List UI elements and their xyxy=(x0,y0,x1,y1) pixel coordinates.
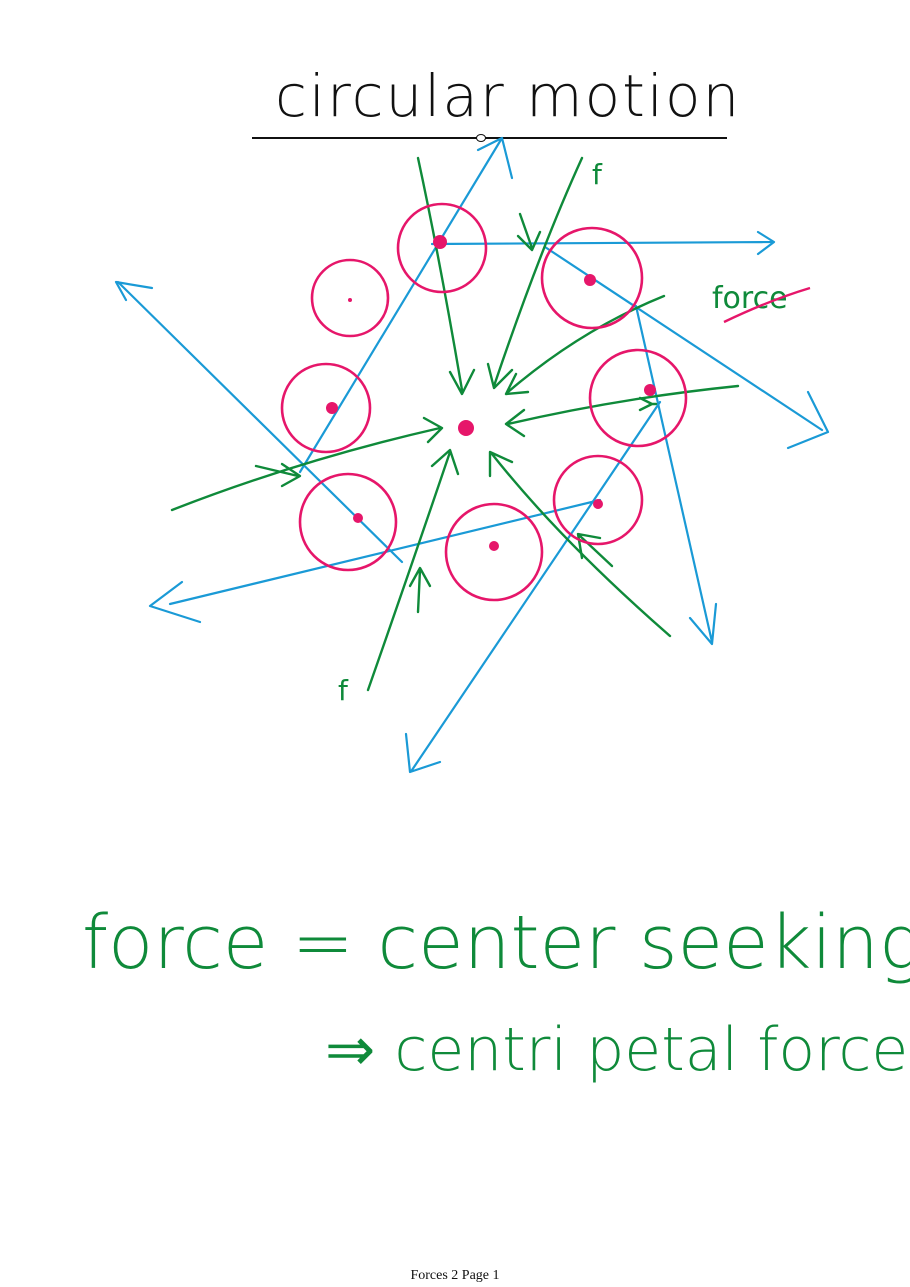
force-arrow-short-topright xyxy=(638,396,658,412)
title-underline xyxy=(252,137,727,139)
page-title: circular motion xyxy=(275,62,742,130)
force-arrow-upper-right xyxy=(504,294,666,396)
underline-dot xyxy=(476,134,486,142)
object-circle-upper-left xyxy=(310,258,390,338)
velocity-arrow-lower-right xyxy=(634,304,718,646)
center-point xyxy=(458,420,474,436)
force-arrow-bottom xyxy=(366,448,460,692)
equation-line-1: force = center seeking xyxy=(82,900,910,986)
force-arrows xyxy=(170,156,740,692)
object-circle-left xyxy=(280,362,372,454)
object-circle-lower-right xyxy=(552,454,644,546)
object-circle-bottom xyxy=(444,502,544,602)
object-dot-upper-left xyxy=(348,298,352,302)
equation-line-2: ⇒ centri petal force. xyxy=(325,1015,910,1085)
velocity-arrow-upper-right xyxy=(430,230,776,256)
force-arrow-top xyxy=(486,156,584,390)
object-dot-bottom xyxy=(489,541,499,551)
object-dot-lower-left xyxy=(353,513,363,523)
object-circle-right xyxy=(588,348,688,448)
object-dot-right xyxy=(644,384,656,396)
object-centers xyxy=(326,235,656,551)
object-circle-lower-left xyxy=(298,472,398,572)
force-annotation-underline xyxy=(723,286,811,324)
force-arrow-short-bottom xyxy=(408,566,432,614)
velocity-arrow-bottom xyxy=(404,400,662,774)
force-arrow-short-right xyxy=(576,532,614,568)
force-arrow-top-left xyxy=(416,156,476,396)
object-circle-upper-right xyxy=(540,226,644,330)
object-dot-lower-right xyxy=(593,499,603,509)
object-dot-left xyxy=(326,402,338,414)
velocity-arrow-top xyxy=(298,136,514,474)
object-circle-top xyxy=(396,202,488,294)
object-dot-top xyxy=(433,235,447,249)
force-arrow-right xyxy=(504,384,740,438)
velocity-arrows xyxy=(114,136,830,774)
page-footer: Forces 2 Page 1 xyxy=(410,1268,500,1283)
force-label-bottom: f xyxy=(338,674,349,707)
object-dot-upper-right xyxy=(584,274,596,286)
force-arrow-short-top xyxy=(516,212,542,252)
object-positions xyxy=(280,202,688,602)
force-arrow-lower-left xyxy=(170,416,444,512)
force-label-top: f xyxy=(592,158,603,191)
force-arrow-short-left xyxy=(254,462,302,488)
force-arrow-lower-right xyxy=(488,450,672,638)
